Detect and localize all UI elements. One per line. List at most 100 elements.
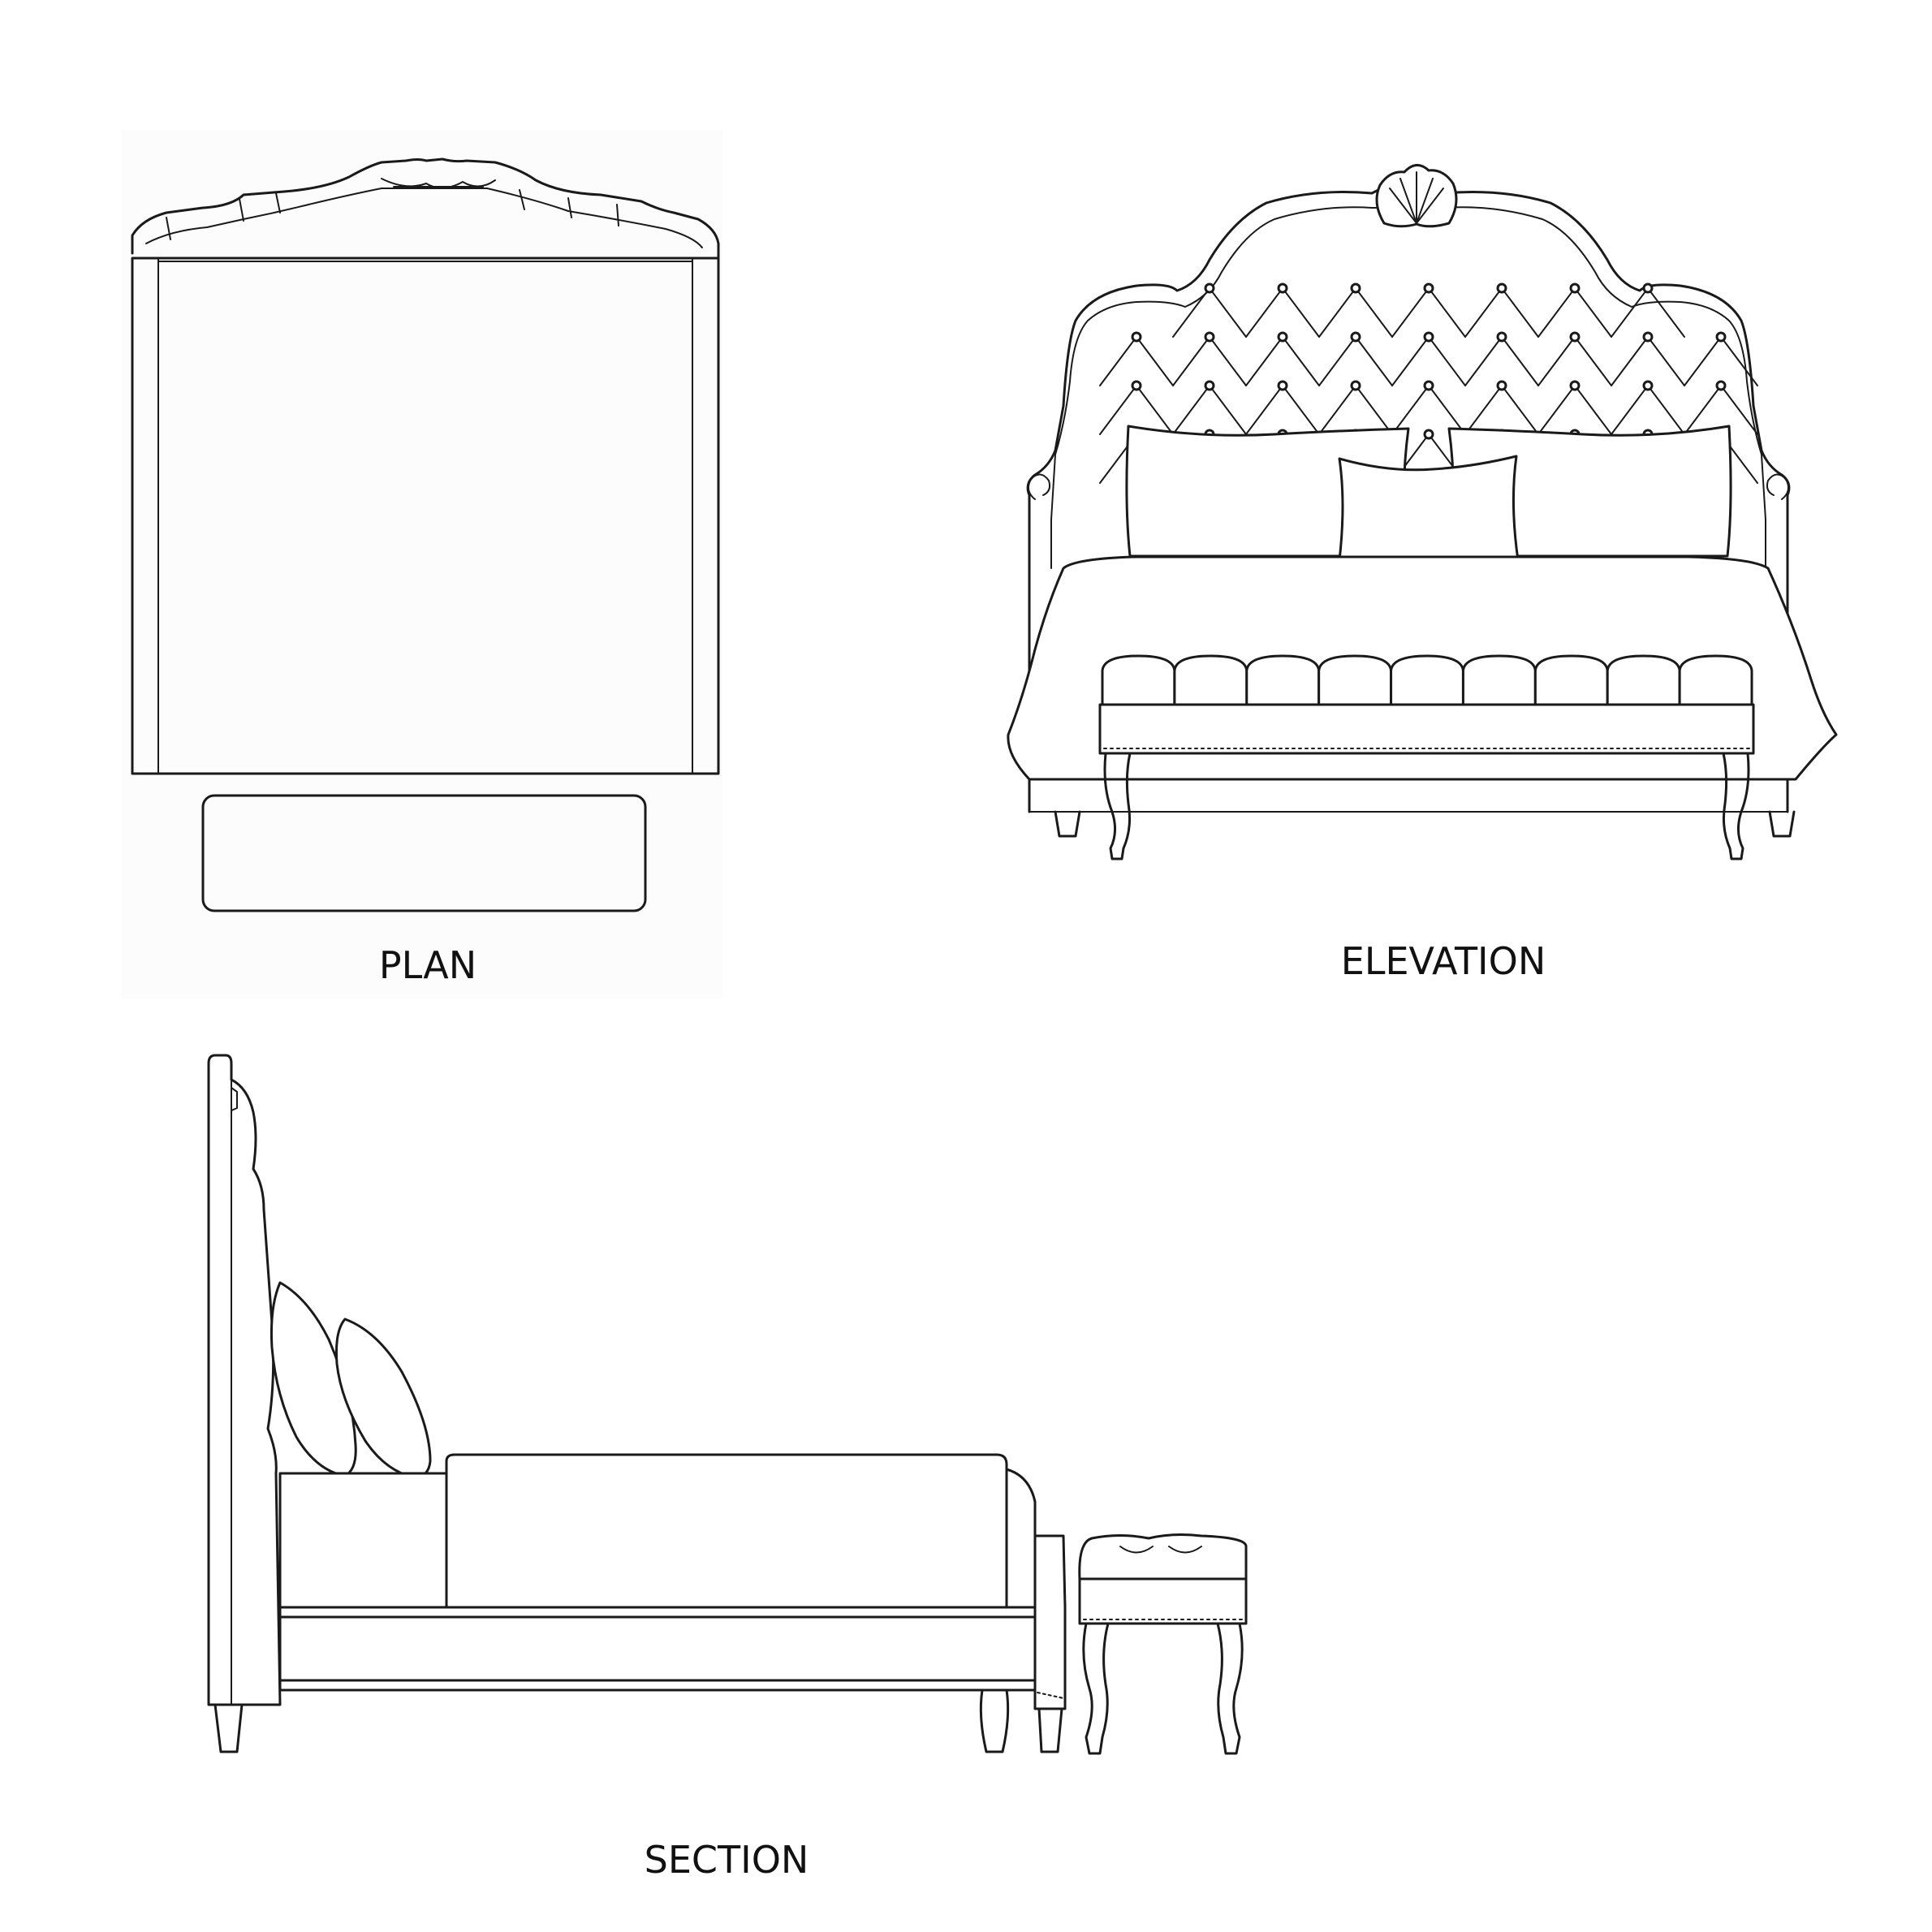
tufting-seam (1464, 336, 1503, 386)
tufting-seam (1501, 336, 1539, 386)
tufting-button (1642, 380, 1654, 391)
tufting-button (1642, 282, 1654, 294)
tufting-button (1131, 380, 1142, 391)
tufting-seam (1537, 336, 1576, 386)
tufting-seam (1136, 385, 1174, 435)
tufting-button (1131, 331, 1142, 343)
elevation-bench-left-leg (1103, 752, 1132, 860)
tufting-seam (1391, 385, 1430, 435)
elevation-right-scroll (1766, 473, 1790, 500)
tufting-button (1569, 331, 1581, 343)
elevation-center-pillow (1338, 455, 1520, 562)
plan-bench (201, 794, 647, 912)
tufting-seam (1136, 336, 1174, 386)
section-bolster-roll (1005, 1468, 1037, 1609)
bench-cushion (1245, 654, 1321, 706)
section-upper-mattress (445, 1453, 1008, 1609)
plan-crown-carving (381, 178, 496, 189)
tufting-seam (1209, 385, 1247, 435)
plan-crown-segments (166, 189, 619, 240)
tufting-button (1277, 331, 1288, 343)
tufting-seam (1282, 287, 1320, 338)
tufting-seam (1172, 336, 1210, 386)
elevation-left-pillow (1125, 425, 1410, 558)
plan-headboard-crown (131, 157, 720, 260)
tufting-seam (1282, 385, 1320, 435)
bench-cushion (1173, 654, 1248, 706)
tufting-seam (1537, 287, 1576, 338)
plan-label: PLAN (379, 943, 477, 987)
elevation-bedspread-fold (1029, 778, 1788, 813)
tufting-seam (1647, 385, 1685, 435)
tufting-seam (1537, 385, 1576, 435)
section-bench-cushion (1078, 1533, 1248, 1581)
bench-cushion (1606, 654, 1681, 706)
tufting-seam (1099, 336, 1137, 386)
tufting-seam (1611, 287, 1649, 338)
section-bench-right-leg (1216, 1622, 1244, 1755)
section-bed-foot-post (1037, 1707, 1063, 1753)
tufting-seam (1684, 336, 1722, 386)
tufting-seam (1391, 336, 1430, 386)
section-footboard-trim (1037, 1692, 1064, 1699)
tufting-seam (1318, 287, 1356, 338)
section-lower-mattress (278, 1472, 448, 1609)
bench-cushion (1461, 654, 1537, 706)
tufting-seam (1647, 287, 1685, 338)
tufting-button (1204, 331, 1215, 343)
tufting-seam (1611, 336, 1649, 386)
tufting-button (1569, 380, 1581, 391)
tufting-button (1715, 380, 1727, 391)
bench-cushion (1678, 654, 1753, 706)
plan-bed-outline (131, 257, 720, 775)
tufting-seam (1391, 287, 1430, 338)
elevation-right-foot (1768, 810, 1796, 838)
section-bed-foot-front (979, 1688, 1010, 1753)
tufting-seam (1099, 385, 1137, 435)
tufting-button (1642, 331, 1654, 343)
elevation-view: ELEVATION (1007, 164, 1838, 983)
tufting-seam (1172, 385, 1210, 435)
tufting-seam (1318, 385, 1356, 435)
section-bench-left-leg (1082, 1622, 1110, 1755)
bench-cushion (1317, 654, 1393, 706)
tufting-seam (1355, 336, 1393, 386)
tufting-seam (1464, 385, 1503, 435)
tufting-button (1715, 331, 1727, 343)
tufting-seam (1428, 287, 1466, 338)
plan-view: PLAN (131, 157, 720, 987)
section-bench-seat (1078, 1577, 1248, 1625)
tufting-seam (1245, 336, 1283, 386)
tufting-seam (1245, 287, 1283, 338)
tufting-seam (1355, 287, 1393, 338)
tufting-seam (1647, 336, 1685, 386)
tufting-seam (1282, 336, 1320, 386)
elevation-bench-right-leg (1722, 752, 1750, 860)
tufting-button (1569, 282, 1581, 294)
tufting-button (1277, 282, 1288, 294)
section-bench-tufts (1119, 1546, 1202, 1554)
bench-cushion (1533, 654, 1609, 706)
tufting-button (1204, 282, 1215, 294)
tufting-button (1496, 331, 1507, 343)
elevation-bench-cushions (1101, 654, 1753, 706)
tufting-button (1204, 380, 1215, 391)
tufting-button (1423, 380, 1434, 391)
tufting-seam (1684, 385, 1722, 435)
tufting-seam (1209, 287, 1247, 338)
elevation-right-pillow (1447, 425, 1732, 558)
section-headboard-cap (231, 1087, 238, 1111)
tufting-seam (1318, 336, 1356, 386)
elevation-label: ELEVATION (1341, 939, 1546, 983)
elevation-left-foot (1054, 810, 1081, 838)
tufting-seam (1611, 385, 1649, 435)
section-label: SECTION (645, 1838, 809, 1882)
tufting-seam (1574, 287, 1612, 338)
tufting-seam (1574, 336, 1612, 386)
tufting-seam (1574, 385, 1612, 435)
section-headboard-foot (213, 1703, 244, 1753)
section-bottom-rail (278, 1679, 1037, 1692)
tufting-button (1423, 282, 1434, 294)
plan-panel (122, 130, 722, 998)
